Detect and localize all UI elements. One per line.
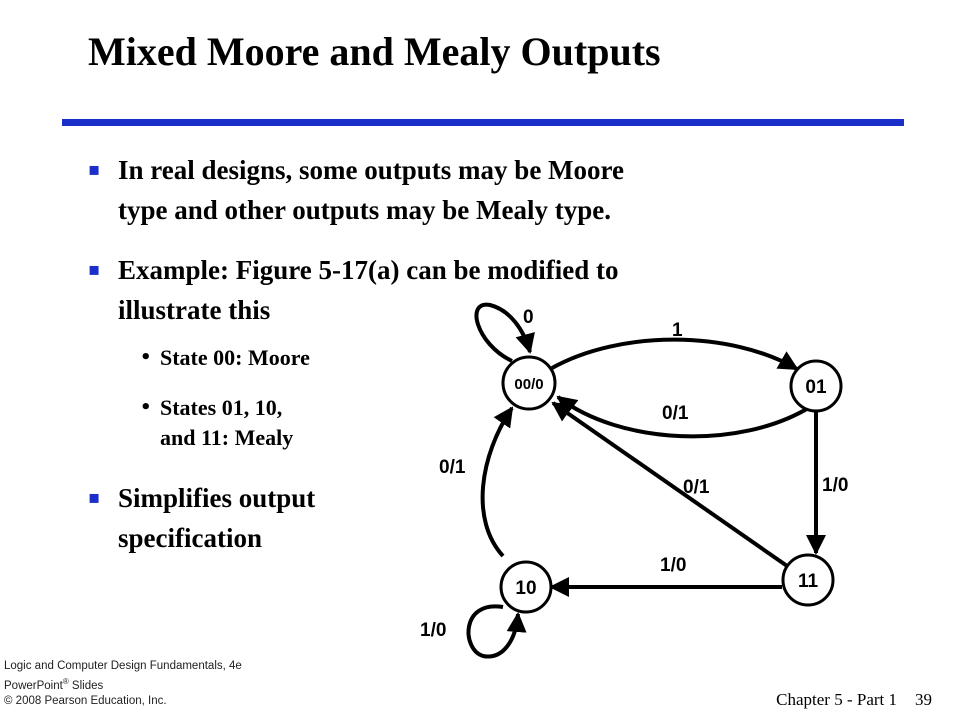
state-01: 01 bbox=[789, 359, 843, 413]
transition-10-self bbox=[466, 604, 527, 659]
bullet-line: type and other outputs may be Mealy type… bbox=[118, 195, 612, 225]
state-label: 11 bbox=[798, 571, 819, 592]
edge-label-11-00: 0/1 bbox=[683, 477, 710, 498]
registered-mark: ® bbox=[62, 677, 69, 686]
slides-word: Slides bbox=[68, 679, 104, 692]
edge-label-10-00: 0/1 bbox=[439, 457, 466, 478]
transition-00-self bbox=[474, 302, 535, 363]
state-label: 00/0 bbox=[514, 376, 543, 393]
edge-label-10-self: 1/0 bbox=[420, 620, 446, 641]
subbullet-line: States 01, 10, bbox=[160, 395, 283, 420]
edge-label-01-00: 0/1 bbox=[662, 403, 689, 424]
slide-title: Mixed Moore and Mealy Outputs bbox=[88, 29, 661, 74]
dot-bullet-icon: • bbox=[140, 347, 152, 368]
bullet-line: illustrate this bbox=[118, 295, 271, 325]
edge-label-01-11: 1/0 bbox=[822, 475, 848, 496]
chapter-label: Chapter 5 - Part 1 bbox=[776, 690, 897, 709]
title-rule bbox=[62, 119, 904, 126]
transition-01-00 bbox=[556, 395, 812, 439]
slide-footer: Chapter 5 - Part 1 39 bbox=[776, 690, 932, 710]
subbullet-moore: • State 00: Moore bbox=[140, 343, 310, 373]
subbullet-line: and 11: Mealy bbox=[160, 425, 294, 450]
state-11: 11 bbox=[781, 553, 835, 607]
edge-label-11-10: 1/0 bbox=[660, 555, 686, 576]
square-bullet-icon: ▪ bbox=[88, 487, 101, 508]
state-label: 10 bbox=[515, 578, 536, 599]
bullet-line: Example: Figure 5-17(a) can be modified … bbox=[118, 255, 619, 285]
square-bullet-icon: ▪ bbox=[88, 159, 101, 180]
transition-00-01 bbox=[551, 337, 799, 371]
edge-label-00-self: 0 bbox=[523, 307, 534, 328]
bullet-line: In real designs, some outputs may be Moo… bbox=[118, 155, 625, 185]
transition-11-00 bbox=[551, 401, 792, 570]
page-number: 39 bbox=[915, 690, 932, 709]
slides-product: PowerPoint bbox=[4, 679, 63, 692]
bullet-real-designs: ▪ In real designs, some outputs may be M… bbox=[88, 150, 625, 230]
subbullet-line: State 00: Moore bbox=[160, 345, 310, 370]
subbullet-mealy: • States 01, 10, and 11: Mealy bbox=[140, 393, 294, 453]
book-title: Logic and Computer Design Fundamentals, … bbox=[4, 660, 242, 672]
state-10: 10 bbox=[499, 560, 553, 614]
publisher-credit: Logic and Computer Design Fundamentals, … bbox=[4, 659, 242, 709]
state-00: 00/0 bbox=[501, 355, 557, 411]
bullet-line: Simplifies output bbox=[118, 483, 316, 513]
edge-label-00-01: 1 bbox=[672, 320, 683, 341]
square-bullet-icon: ▪ bbox=[88, 259, 101, 280]
bullet-line: specification bbox=[118, 523, 262, 553]
bullet-simplifies: ▪ Simplifies output specification bbox=[88, 478, 316, 558]
bullet-example: ▪ Example: Figure 5-17(a) can be modifie… bbox=[88, 250, 619, 330]
slides-line: PowerPoint® Slides bbox=[4, 674, 242, 694]
transition-10-00 bbox=[480, 406, 514, 558]
dot-bullet-icon: • bbox=[140, 397, 152, 418]
copyright: © 2008 Pearson Education, Inc. bbox=[4, 694, 167, 707]
state-label: 01 bbox=[805, 377, 827, 398]
